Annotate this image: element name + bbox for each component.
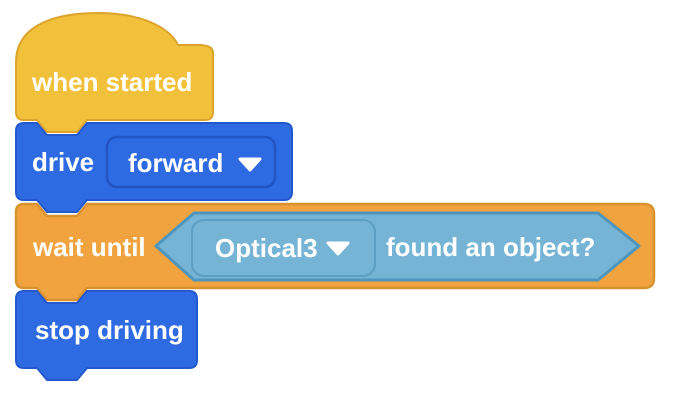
dropdown-caret-icon[interactable]	[238, 157, 262, 172]
drive-direction-value: forward	[128, 148, 223, 178]
when-started-block-shape[interactable]	[15, 12, 214, 133]
stop-driving-label: stop driving	[35, 315, 184, 345]
drive-block[interactable]: drive forward	[15, 122, 293, 213]
drive-direction-dropdown-field[interactable]	[105, 135, 277, 189]
drive-label: drive	[32, 147, 94, 177]
stop-driving-block[interactable]: stop driving	[15, 290, 198, 381]
when-started-label: when started	[31, 67, 192, 97]
drive-direction-dropdown[interactable]: forward	[105, 135, 277, 189]
wait-until-label: wait until	[32, 232, 146, 262]
optical-sensor-value: Optical3	[215, 233, 318, 263]
stop-driving-block-shape[interactable]	[15, 290, 198, 381]
when-started-block[interactable]: when started	[15, 12, 214, 133]
dropdown-caret-icon[interactable]	[326, 241, 350, 256]
optical-condition-block[interactable]: Optical3 found an object?	[154, 211, 641, 282]
wait-until-block[interactable]: wait until Optical3 found an object?	[14, 202, 656, 302]
optical-sensor-dropdown-field[interactable]	[191, 219, 376, 277]
found-an-object-label: found an object?	[386, 232, 595, 262]
optical-sensor-dropdown[interactable]: Optical3	[191, 219, 376, 277]
